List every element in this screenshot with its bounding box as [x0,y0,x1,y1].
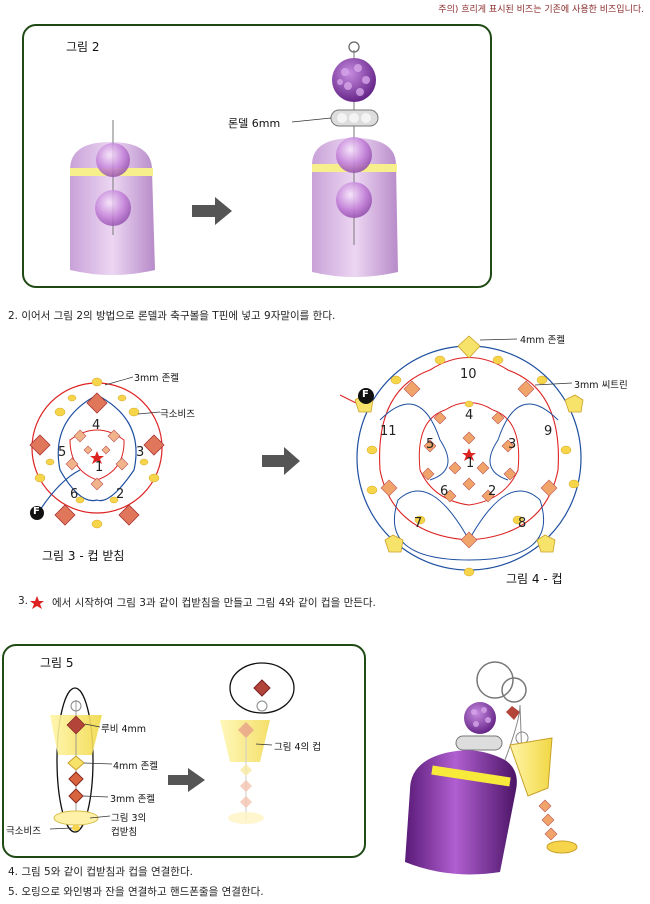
start-star-icon [462,448,476,461]
finish-marker-icon [30,506,44,520]
fig5-label-ruby: 루비 4mm [101,724,147,735]
figure-3-cup-saucer [29,376,165,529]
figure-4-cup [339,335,584,577]
figure-3-caption: 그림 3 - 컵 받침 [42,549,125,563]
legend-star-icon [30,596,44,609]
arrow-right-icon [192,197,232,225]
step-3-text: 에서 시작하여 그림 3과 같이 컵받침을 만들고 그림 4와 같이 컵을 만든… [52,597,376,609]
fig5-label-seed: 극소비즈 [6,826,41,837]
fig4-number-7: 7 [414,516,423,531]
figure-5-title: 그림 5 [40,656,74,670]
fig3-number-2: 2 [116,487,125,502]
fig3-finish-label: F [33,506,40,517]
fig5-label-fig3-line2: 컵받침 [111,827,138,838]
rondelle-label: 론델 6mm [228,117,281,130]
pearl-bottom-left [95,190,131,226]
finish-marker-icon [358,388,374,404]
figure-2-title: 그림 2 [66,40,100,54]
fig3-label-seed: 극소비즈 [160,409,195,420]
figure-4-caption: 그림 4 - 컵 [506,572,563,586]
fig4-number-4: 4 [465,408,474,423]
step-5-text: 5. 오링으로 와인병과 잔을 연결하고 핸드폰줄을 연결한다. [8,886,264,898]
loop-ring [348,41,360,53]
fig4-number-3: 3 [508,437,517,452]
fig3-number-6: 6 [70,487,79,502]
fig4-finish-label: F [362,389,369,400]
fig4-number-8: 8 [518,516,527,531]
fig4-number-6: 6 [440,484,449,499]
finished-wine-bottle [405,661,578,875]
arrow-right-icon [168,768,205,792]
fig3-number-1: 1 [95,460,104,475]
fig5-label-fig4-cup: 그림 4의 컵 [274,742,322,753]
pearl-top-right [336,137,372,173]
fig4-label-4mm-jonkel: 4mm 존켈 [520,335,566,346]
fig4-number-10: 10 [460,367,477,382]
fig3-number-5: 5 [58,445,67,460]
fig3-number-4: 4 [92,418,101,433]
fig5-label-fig3-line1: 그림 3의 [111,813,147,824]
fig3-label-3mm-jonkel: 3mm 존켈 [134,373,180,384]
step-2-text: 2. 이어서 그림 2의 방법으로 론델과 축구볼을 T핀에 넣고 9자말이를 … [8,310,336,322]
fig4-number-5: 5 [426,437,435,452]
step-4-text: 4. 그림 5와 같이 컵받침과 컵을 연결한다. [8,866,193,878]
step-3-number: 3. [18,595,29,607]
fig5-label-4mm-jonkel: 4mm 존켈 [113,761,159,772]
usage-note: 주의) 흐리게 표시된 비즈는 기존에 사용한 비즈입니다. [438,5,644,15]
pearl-top-left [96,143,130,177]
fig4-number-9: 9 [544,424,553,439]
arrow-right-icon [262,447,300,475]
fig5-label-3mm-jonkel: 3mm 존켈 [110,794,156,805]
fig4-number-1: 1 [466,456,475,471]
start-star-icon [90,451,104,464]
rondelle-leader [291,117,332,123]
fig4-number-11: 11 [380,424,397,439]
pearl-bottom-right [336,182,372,218]
fig4-number-2: 2 [488,484,497,499]
fig3-number-3: 3 [136,445,145,460]
fig4-label-3mm-citrine: 3mm 씨트린 [574,380,628,391]
ball-facets [337,64,370,96]
